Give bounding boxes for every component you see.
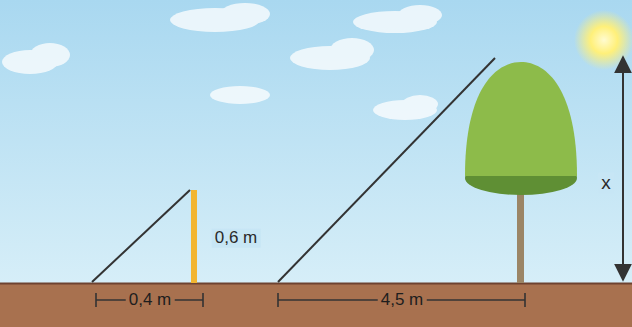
unknown-height: x — [598, 173, 614, 194]
stick-shadow-length: 0,4 m — [126, 291, 175, 310]
tree-canopy — [465, 62, 577, 176]
height-dimension — [622, 57, 624, 280]
stick-height: 0,6 m — [212, 229, 261, 248]
ground — [0, 283, 632, 327]
sky — [0, 0, 632, 283]
ground-edge — [0, 283, 632, 285]
sun-ray-tree — [278, 58, 495, 282]
tree-shadow-length: 4,5 m — [378, 291, 427, 310]
clouds — [2, 3, 442, 120]
sun-ray-stick — [92, 190, 190, 282]
stick — [191, 190, 197, 283]
tree-trunk — [517, 180, 524, 283]
